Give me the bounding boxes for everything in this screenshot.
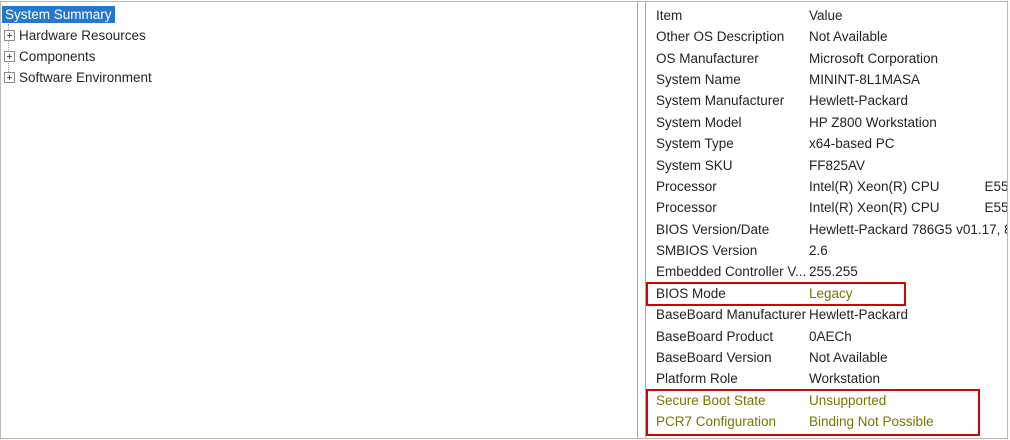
detail-item-cell: BaseBoard Product [656, 328, 774, 344]
detail-value-cell: 255.255 [809, 264, 858, 280]
tree-item-components[interactable]: Components [1, 46, 637, 67]
detail-item-cell: Processor [656, 178, 717, 194]
detail-value-cell: Hewlett-Packard 786G5 v01.17, 8/ [809, 221, 1007, 237]
detail-item-cell: BaseBoard Version [656, 350, 772, 366]
detail-item-cell: OS Manufacturer [656, 50, 759, 66]
detail-value-cell: 2.6 [809, 243, 828, 259]
tree-item-label: Hardware Resources [19, 28, 146, 43]
detail-value-cell: x64-based PC [809, 136, 895, 152]
detail-value-cell: Unsupported [809, 392, 887, 408]
detail-value-cell: Workstation [809, 371, 881, 387]
detail-row[interactable]: Processor Intel(R) Xeon(R) CPU E5506 [656, 176, 1007, 197]
detail-value-cell: FF825AV [809, 157, 866, 173]
detail-item-cell: System SKU [656, 157, 733, 173]
expand-plus-icon[interactable] [4, 72, 15, 83]
detail-row[interactable]: Other OS Description Not Available [656, 26, 1007, 47]
detail-row[interactable]: System SKU FF825AV [656, 154, 1007, 175]
pane-splitter[interactable] [638, 2, 645, 438]
detail-value-cell: Hewlett-Packard [809, 307, 909, 323]
detail-value-cell: Not Available [809, 29, 888, 45]
column-header-item[interactable]: Item [656, 7, 683, 23]
expand-plus-icon[interactable] [4, 51, 15, 62]
detail-row[interactable]: Embedded Controller V...255.255 [656, 261, 1007, 282]
tree-item-label: System Summary [2, 6, 115, 23]
detail-value-cell: MININT-8L1MASA [809, 71, 921, 87]
detail-value-cell: Intel(R) Xeon(R) CPU E5506 [809, 178, 1007, 194]
detail-item-cell: BIOS Version/Date [656, 221, 770, 237]
detail-value-cell: Hewlett-Packard [809, 93, 909, 109]
detail-row[interactable]: SMBIOS Version 2.6 [656, 240, 1007, 261]
detail-item-cell: System Model [656, 114, 742, 130]
detail-item-cell: System Manufacturer [656, 93, 785, 109]
detail-item-cell: PCR7 Configuration [656, 414, 777, 430]
detail-row[interactable]: Platform Role Workstation [656, 368, 1007, 389]
detail-row[interactable]: BaseBoard Product 0AECh [656, 325, 1007, 346]
detail-value-cell: Microsoft Corporation [809, 50, 939, 66]
expand-plus-icon[interactable] [4, 30, 15, 41]
detail-row[interactable]: PCR7 Configuration Binding Not Possible [656, 411, 1007, 432]
detail-item-cell: System Name [656, 71, 741, 87]
tree-item-hardware-resources[interactable]: Hardware Resources [1, 25, 637, 46]
column-header-value[interactable]: Value [809, 7, 843, 23]
detail-row[interactable]: OS Manufacturer Microsoft Corporation [656, 47, 1007, 68]
detail-item-cell: System Type [656, 136, 734, 152]
tree-item-label: Software Environment [19, 70, 152, 85]
detail-item-cell: Secure Boot State [656, 392, 766, 408]
detail-row[interactable]: Processor Intel(R) Xeon(R) CPU E5506 [656, 197, 1007, 218]
detail-row[interactable]: BaseBoard Version Not Available [656, 347, 1007, 368]
tree-item-system-summary[interactable]: System Summary [1, 4, 637, 25]
detail-item-cell: Platform Role [656, 371, 738, 387]
detail-row[interactable]: System Type x64-based PC [656, 133, 1007, 154]
detail-item-cell: BaseBoard Manufacturer [656, 307, 807, 323]
detail-item-cell: Embedded Controller V... [656, 264, 807, 280]
detail-row[interactable]: Secure Boot State Unsupported [656, 390, 1007, 411]
detail-row[interactable]: BIOS Mode Legacy [656, 283, 1007, 304]
tree-item-label: Components [19, 49, 96, 64]
detail-value-cell: HP Z800 Workstation [809, 114, 937, 130]
detail-value-cell: Legacy [809, 285, 853, 301]
detail-item-cell: SMBIOS Version [656, 243, 758, 259]
details-header-row: Item Value [656, 4, 1007, 26]
detail-value-cell: Intel(R) Xeon(R) CPU E5506 [809, 200, 1007, 216]
category-tree-pane: System Summary Hardware Resources Compon… [1, 2, 638, 438]
detail-value-cell: 0AECh [809, 328, 852, 344]
detail-row[interactable]: System Name MININT-8L1MASA [656, 69, 1007, 90]
detail-row[interactable]: System Manufacturer Hewlett-Packard [656, 90, 1007, 111]
tree-item-software-environment[interactable]: Software Environment [1, 67, 637, 88]
category-tree: System Summary Hardware Resources Compon… [1, 2, 637, 88]
detail-item-cell: BIOS Mode [656, 285, 726, 301]
detail-item-cell: Processor [656, 200, 717, 216]
detail-row[interactable]: System Model HP Z800 Workstation [656, 112, 1007, 133]
detail-value-cell: Not Available [809, 350, 888, 366]
detail-row[interactable]: BIOS Version/Date Hewlett-Packard 786G5 v… [656, 219, 1007, 240]
detail-item-cell: Other OS Description [656, 29, 785, 45]
detail-value-cell: Binding Not Possible [809, 414, 934, 430]
tree-connector-line [8, 24, 9, 76]
